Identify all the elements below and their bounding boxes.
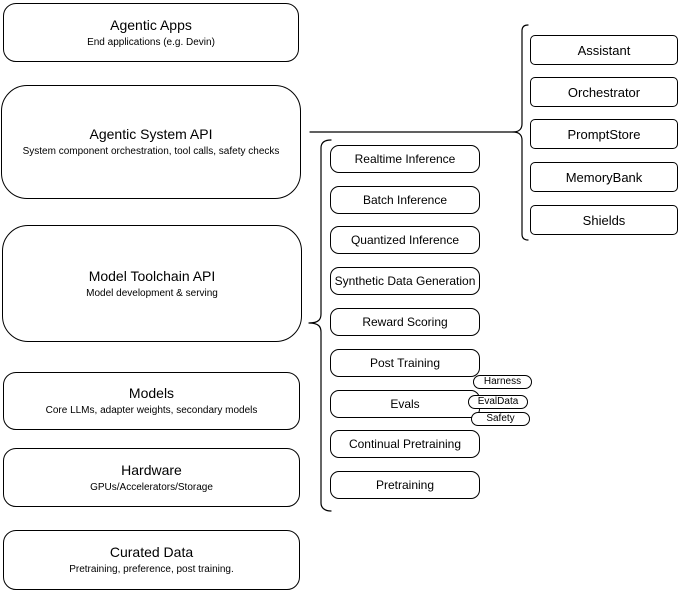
node-title: Model Toolchain API — [88, 267, 216, 284]
node-title: Agentic Apps — [110, 16, 192, 33]
node-promptstore: PromptStore — [530, 119, 678, 149]
node-continual-pretraining: Continual Pretraining — [330, 430, 480, 458]
node-title: Agentic System API — [89, 126, 213, 142]
node-batch-inference: Batch Inference — [330, 186, 480, 214]
node-curated-data: Curated Data Pretraining, preference, po… — [3, 530, 300, 590]
node-hardware: Hardware GPUs/Accelerators/Storage — [3, 448, 300, 507]
node-title: Models — [128, 385, 175, 401]
node-assistant: Assistant — [530, 35, 678, 65]
node-evals: Evals — [330, 390, 480, 418]
node-models: Models Core LLMs, adapter weights, secon… — [3, 372, 300, 430]
node-harness: Harness — [473, 375, 532, 389]
node-realtime-inference: Realtime Inference — [330, 145, 480, 173]
node-agentic-apps: Agentic Apps End applications (e.g. Devi… — [3, 3, 299, 62]
node-subtitle: GPUs/Accelerators/Storage — [90, 481, 213, 493]
node-model-toolchain-api: Model Toolchain API Model development & … — [2, 225, 302, 342]
node-safety: Safety — [471, 412, 530, 426]
node-agentic-system-api: Agentic System API System component orch… — [1, 85, 301, 199]
node-memorybank: MemoryBank — [530, 162, 678, 192]
brace-toolchain-services — [308, 139, 332, 512]
node-reward-scoring: Reward Scoring — [330, 308, 480, 336]
brace-system-components — [512, 24, 529, 241]
node-title: Hardware — [121, 461, 182, 478]
node-subtitle: Core LLMs, adapter weights, secondary mo… — [45, 405, 258, 416]
node-subtitle: System component orchestration, tool cal… — [22, 146, 280, 157]
node-title: Curated Data — [109, 544, 194, 560]
node-subtitle: Model development & serving — [86, 287, 218, 299]
node-pretraining: Pretraining — [330, 471, 480, 499]
node-orchestrator: Orchestrator — [530, 77, 678, 107]
node-post-training: Post Training — [330, 349, 480, 377]
node-evaldata: EvalData — [468, 395, 528, 409]
node-subtitle: End applications (e.g. Devin) — [87, 36, 215, 48]
node-subtitle: Pretraining, preference, post training. — [69, 564, 234, 575]
node-synthetic-data-generation: Synthetic Data Generation — [330, 267, 480, 295]
node-shields: Shields — [530, 205, 678, 235]
node-quantized-inference: Quantized Inference — [330, 226, 480, 254]
